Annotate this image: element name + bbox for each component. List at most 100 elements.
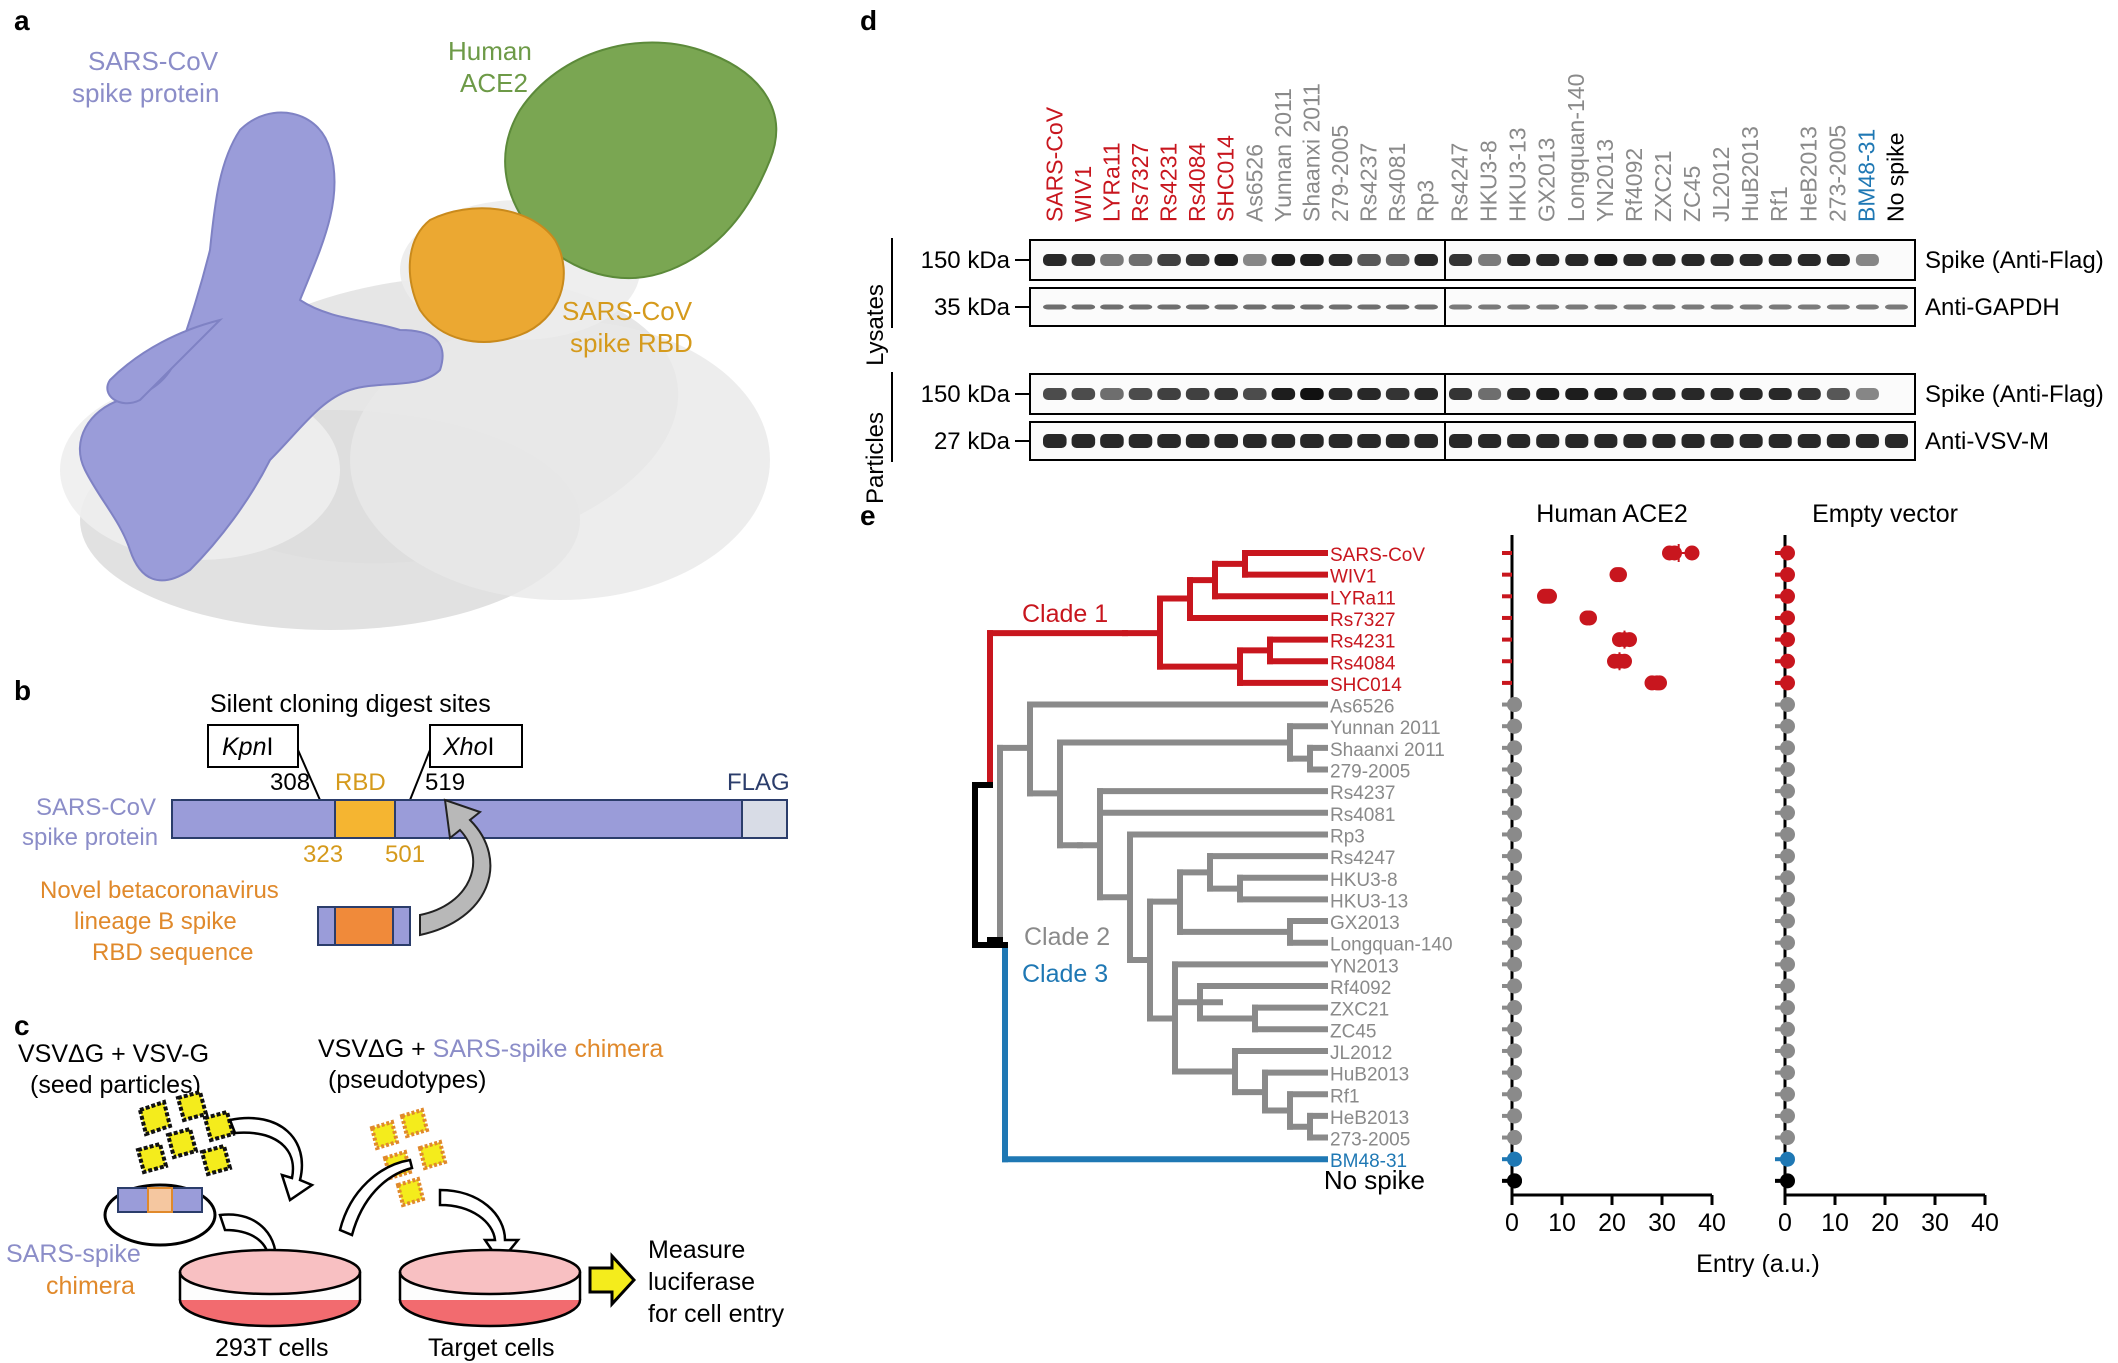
panel-letter-c: c <box>14 1010 30 1041</box>
blot-band <box>1043 434 1067 448</box>
taxon-label: Rp3 <box>1330 826 1365 847</box>
data-point <box>1780 567 1795 583</box>
ace2-label-1: Human <box>448 36 532 66</box>
lane-label: GX2013 <box>1534 138 1560 222</box>
blot-band <box>1243 254 1267 266</box>
lysates-label: Lysates <box>862 284 889 366</box>
data-point <box>1780 762 1795 777</box>
dish-target <box>398 1248 582 1328</box>
flag-segment <box>741 799 788 839</box>
blot-band <box>1768 254 1792 266</box>
x-tick-label: 20 <box>1598 1209 1626 1237</box>
x-tick-label: 0 <box>1505 1209 1519 1237</box>
lane-label: HKU3-13 <box>1505 127 1531 222</box>
chimera-label-1: SARS-spike <box>6 1240 141 1268</box>
blot-band <box>1565 304 1589 310</box>
data-point <box>1780 956 1795 972</box>
lane-label: Rs4247 <box>1447 143 1473 222</box>
blot-band <box>1652 254 1676 266</box>
data-point <box>1507 783 1522 799</box>
blot-band <box>1594 304 1618 310</box>
xhoi-label: XhoI <box>442 733 494 761</box>
data-point <box>1780 891 1795 907</box>
data-point <box>1507 762 1522 777</box>
clade3-label: Clade 3 <box>1022 960 1108 988</box>
blot-band <box>1185 434 1210 448</box>
blot-band <box>1243 388 1267 400</box>
plot-title: Empty vector <box>1812 500 1958 528</box>
data-point <box>1507 1173 1522 1189</box>
taxon-label: WIV1 <box>1330 567 1376 588</box>
blot-band <box>1185 304 1210 310</box>
blot-band <box>1328 434 1353 448</box>
lane-label: Rf1 <box>1766 186 1792 222</box>
data-point <box>1780 1151 1795 1167</box>
data-point <box>1507 913 1522 929</box>
x-tick-label: 40 <box>1698 1209 1726 1237</box>
blot-band <box>1100 434 1124 448</box>
x-tick-label: 30 <box>1921 1209 1949 1237</box>
data-point <box>1507 1130 1522 1146</box>
data-point <box>1780 588 1795 604</box>
particles-label: Particles <box>862 412 889 504</box>
blot-band <box>1300 388 1324 400</box>
taxon-label: HKU3-8 <box>1330 870 1398 891</box>
rbd-label-1: SARS-CoV <box>562 296 693 326</box>
blot-band <box>1826 388 1850 400</box>
blot-band <box>1710 254 1734 266</box>
blot-band <box>1507 388 1531 400</box>
x-tick-label: 20 <box>1871 1209 1899 1237</box>
rbd-segment <box>334 799 396 839</box>
spike-protein-shape <box>79 111 444 582</box>
taxon-label: ZXC21 <box>1330 1000 1389 1021</box>
lane-label: BM48-31 <box>1853 129 1879 222</box>
taxon-label: YN2013 <box>1330 956 1399 977</box>
lane-label: Yunnan 2011 <box>1270 88 1296 222</box>
data-point <box>1507 935 1522 951</box>
blot-band <box>1623 388 1647 400</box>
blot-band <box>1300 254 1324 266</box>
blot-band <box>1271 254 1296 266</box>
blot-band <box>1855 254 1879 266</box>
taxon-label: Longquan-140 <box>1330 935 1453 956</box>
taxon-label: JL2012 <box>1330 1043 1392 1064</box>
panel-letter-e: e <box>860 500 876 531</box>
taxon-label: LYRa11 <box>1330 588 1396 609</box>
lane-label: Rs4231 <box>1156 143 1182 222</box>
blot-band <box>1128 304 1153 310</box>
x-tick-label: 0 <box>1778 1209 1792 1237</box>
lane-label: Shaanxi 2011 <box>1298 83 1324 222</box>
taxon-label: SARS-CoV <box>1330 545 1425 566</box>
data-point <box>1667 545 1682 561</box>
kpni-italic: Kpn <box>222 733 266 761</box>
blot-band <box>1243 304 1267 310</box>
blot-band <box>1507 434 1531 448</box>
blot-antibody-label: Spike (Anti-Flag) <box>1925 381 2104 408</box>
data-point <box>1780 1021 1795 1037</box>
data-point <box>1780 1086 1795 1102</box>
blot-band <box>1185 388 1210 400</box>
blot-band <box>1128 434 1153 448</box>
data-point <box>1582 610 1597 626</box>
x-tick-label: 40 <box>1971 1209 1999 1237</box>
data-point <box>1780 848 1795 864</box>
blot-band <box>1449 434 1473 448</box>
lane-label: Rf4092 <box>1621 148 1647 222</box>
taxon-label: No spike <box>1324 1165 1425 1195</box>
blot-band <box>1157 304 1181 310</box>
blot-antibody-label: Anti-VSV-M <box>1925 428 2049 455</box>
blot-band <box>1071 254 1096 266</box>
data-point <box>1507 956 1522 972</box>
blot-band <box>1071 388 1096 400</box>
novel-rbd-label-3: RBD sequence <box>92 939 253 966</box>
lane-label: No spike <box>1882 133 1908 222</box>
blot-band <box>1797 254 1821 266</box>
lane-label: 279-2005 <box>1327 125 1353 222</box>
blot-band <box>1855 388 1879 400</box>
pseudotype-particles <box>369 1107 448 1208</box>
blot-band <box>1071 304 1096 310</box>
taxon-label: HuB2013 <box>1330 1065 1409 1086</box>
xhoi-pointer <box>409 749 431 801</box>
blot-band <box>1478 254 1502 266</box>
blot-band <box>1385 304 1410 310</box>
